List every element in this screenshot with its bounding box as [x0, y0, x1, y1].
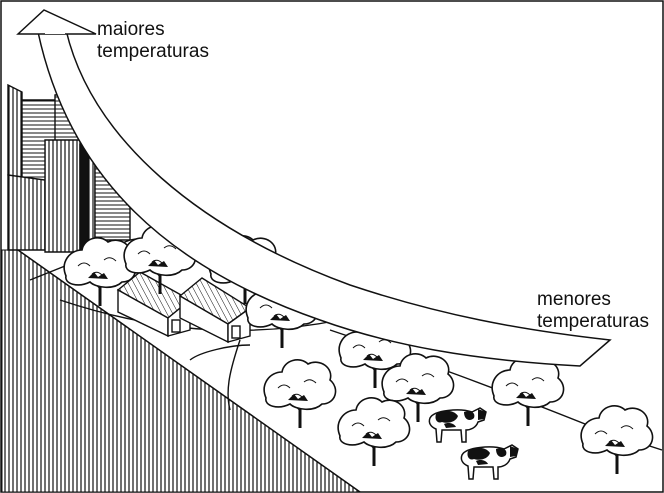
tree-icon: [264, 360, 335, 428]
higher-temperature-label: maiores temperaturas: [97, 19, 209, 63]
higher-temperature-line1: maiores: [97, 19, 209, 41]
tree-icon: [338, 398, 409, 466]
lower-temperature-label: menores temperaturas: [537, 289, 649, 333]
higher-temperature-line2: temperaturas: [97, 41, 209, 63]
house-left: [118, 272, 190, 336]
tree-icon: [581, 406, 652, 474]
cow-icon: [429, 408, 486, 442]
lower-temperature-line1: menores: [537, 289, 649, 311]
cows: [429, 408, 518, 479]
house-right: [180, 278, 250, 342]
lower-temperature-line2: temperaturas: [537, 311, 649, 333]
tree-icon: [492, 358, 563, 426]
cow-icon: [461, 445, 518, 479]
